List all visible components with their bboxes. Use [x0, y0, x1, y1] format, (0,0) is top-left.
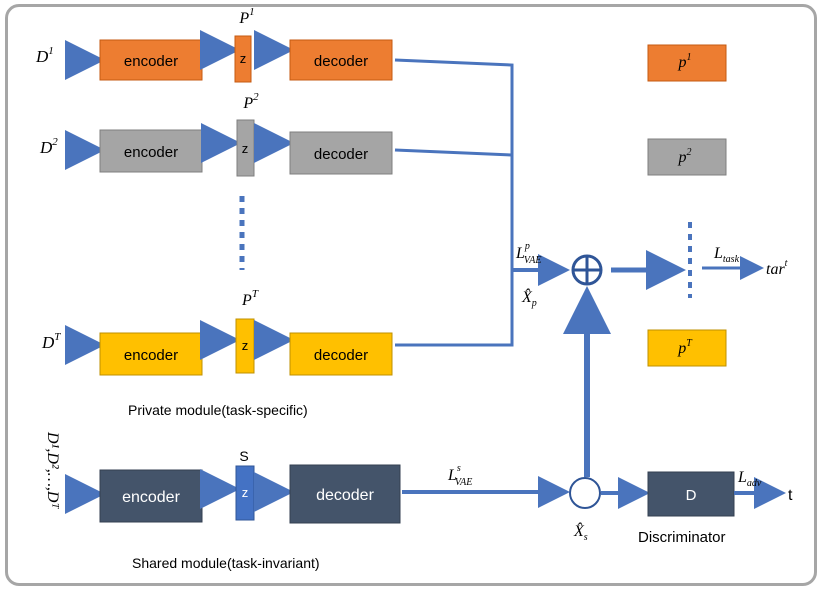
decoder-t-label: decoder: [314, 347, 368, 364]
private-decoder-bus: [394, 58, 514, 347]
encoder-t-box: [99, 332, 203, 376]
task-head-p1-label: p1: [678, 52, 692, 71]
private-row-1: D1 encoder P1 z decoder p1: [35, 6, 727, 83]
l-task-label: Ltask: [713, 245, 740, 265]
shared-module-caption: Shared module(task-invariant): [132, 555, 320, 571]
task-head-pt-label: pT: [677, 338, 693, 357]
tar-t-label: tart: [766, 258, 788, 278]
task-head-p1-box: [647, 44, 727, 82]
decoder-1-label: decoder: [314, 53, 368, 70]
z-2-label: z: [242, 141, 249, 156]
encoder-2-label: encoder: [124, 144, 178, 161]
decoder-2-box: [289, 131, 393, 175]
discriminator-box: [647, 471, 735, 517]
discriminator-caption: Discriminator: [638, 529, 726, 546]
pt-label: PT: [241, 288, 259, 309]
z-1-box: [234, 35, 252, 83]
diagram-frame: [5, 4, 817, 586]
input-d1-label: D1: [35, 45, 54, 66]
task-head-p2-box: [647, 138, 727, 176]
shared-z-label: z: [242, 485, 249, 500]
input-d2-label: D2: [39, 136, 58, 157]
decoder-t-box: [289, 332, 393, 376]
shared-encoder-box: [99, 469, 203, 523]
p1-label: P1: [238, 6, 254, 27]
task-head-p2-label: p2: [678, 147, 692, 166]
input-dt-label: DT: [41, 331, 61, 352]
shared-encoder-label: encoder: [122, 489, 180, 506]
decoder-1-box: [289, 39, 393, 81]
discriminator-output-t: t: [788, 487, 793, 504]
private-row-2: D2 encoder P2 z decoder p2: [39, 91, 727, 177]
encoder-2-box: [99, 129, 203, 173]
private-row-t: DT encoder PT z decoder pT: [41, 288, 727, 376]
x-hat-s-label: X̂s: [573, 521, 588, 543]
discriminator-box-label: D: [686, 487, 697, 504]
encoder-t-label: encoder: [124, 347, 178, 364]
z-1-label: z: [240, 51, 247, 66]
shared-decoder-box: [289, 464, 401, 524]
x-hat-p-label: X̂p: [521, 287, 537, 309]
encoder-1-box: [99, 39, 203, 81]
decoder-2-label: decoder: [314, 146, 368, 163]
shared-s-label: S: [239, 448, 248, 464]
decoder-2-to-bus: [394, 148, 513, 157]
shared-representation-node: [569, 477, 601, 509]
private-module-caption: Private module(task-specific): [128, 402, 308, 418]
shared-decoder-label: decoder: [316, 487, 374, 504]
shared-input-label: D¹,D²,…,Dᵀ: [44, 431, 61, 509]
l-adv-label: Ladv: [737, 469, 762, 489]
task-head-pt-box: [647, 329, 727, 367]
p2-label: P2: [242, 91, 259, 112]
encoder-1-label: encoder: [124, 53, 178, 70]
z-t-label: z: [242, 338, 249, 353]
